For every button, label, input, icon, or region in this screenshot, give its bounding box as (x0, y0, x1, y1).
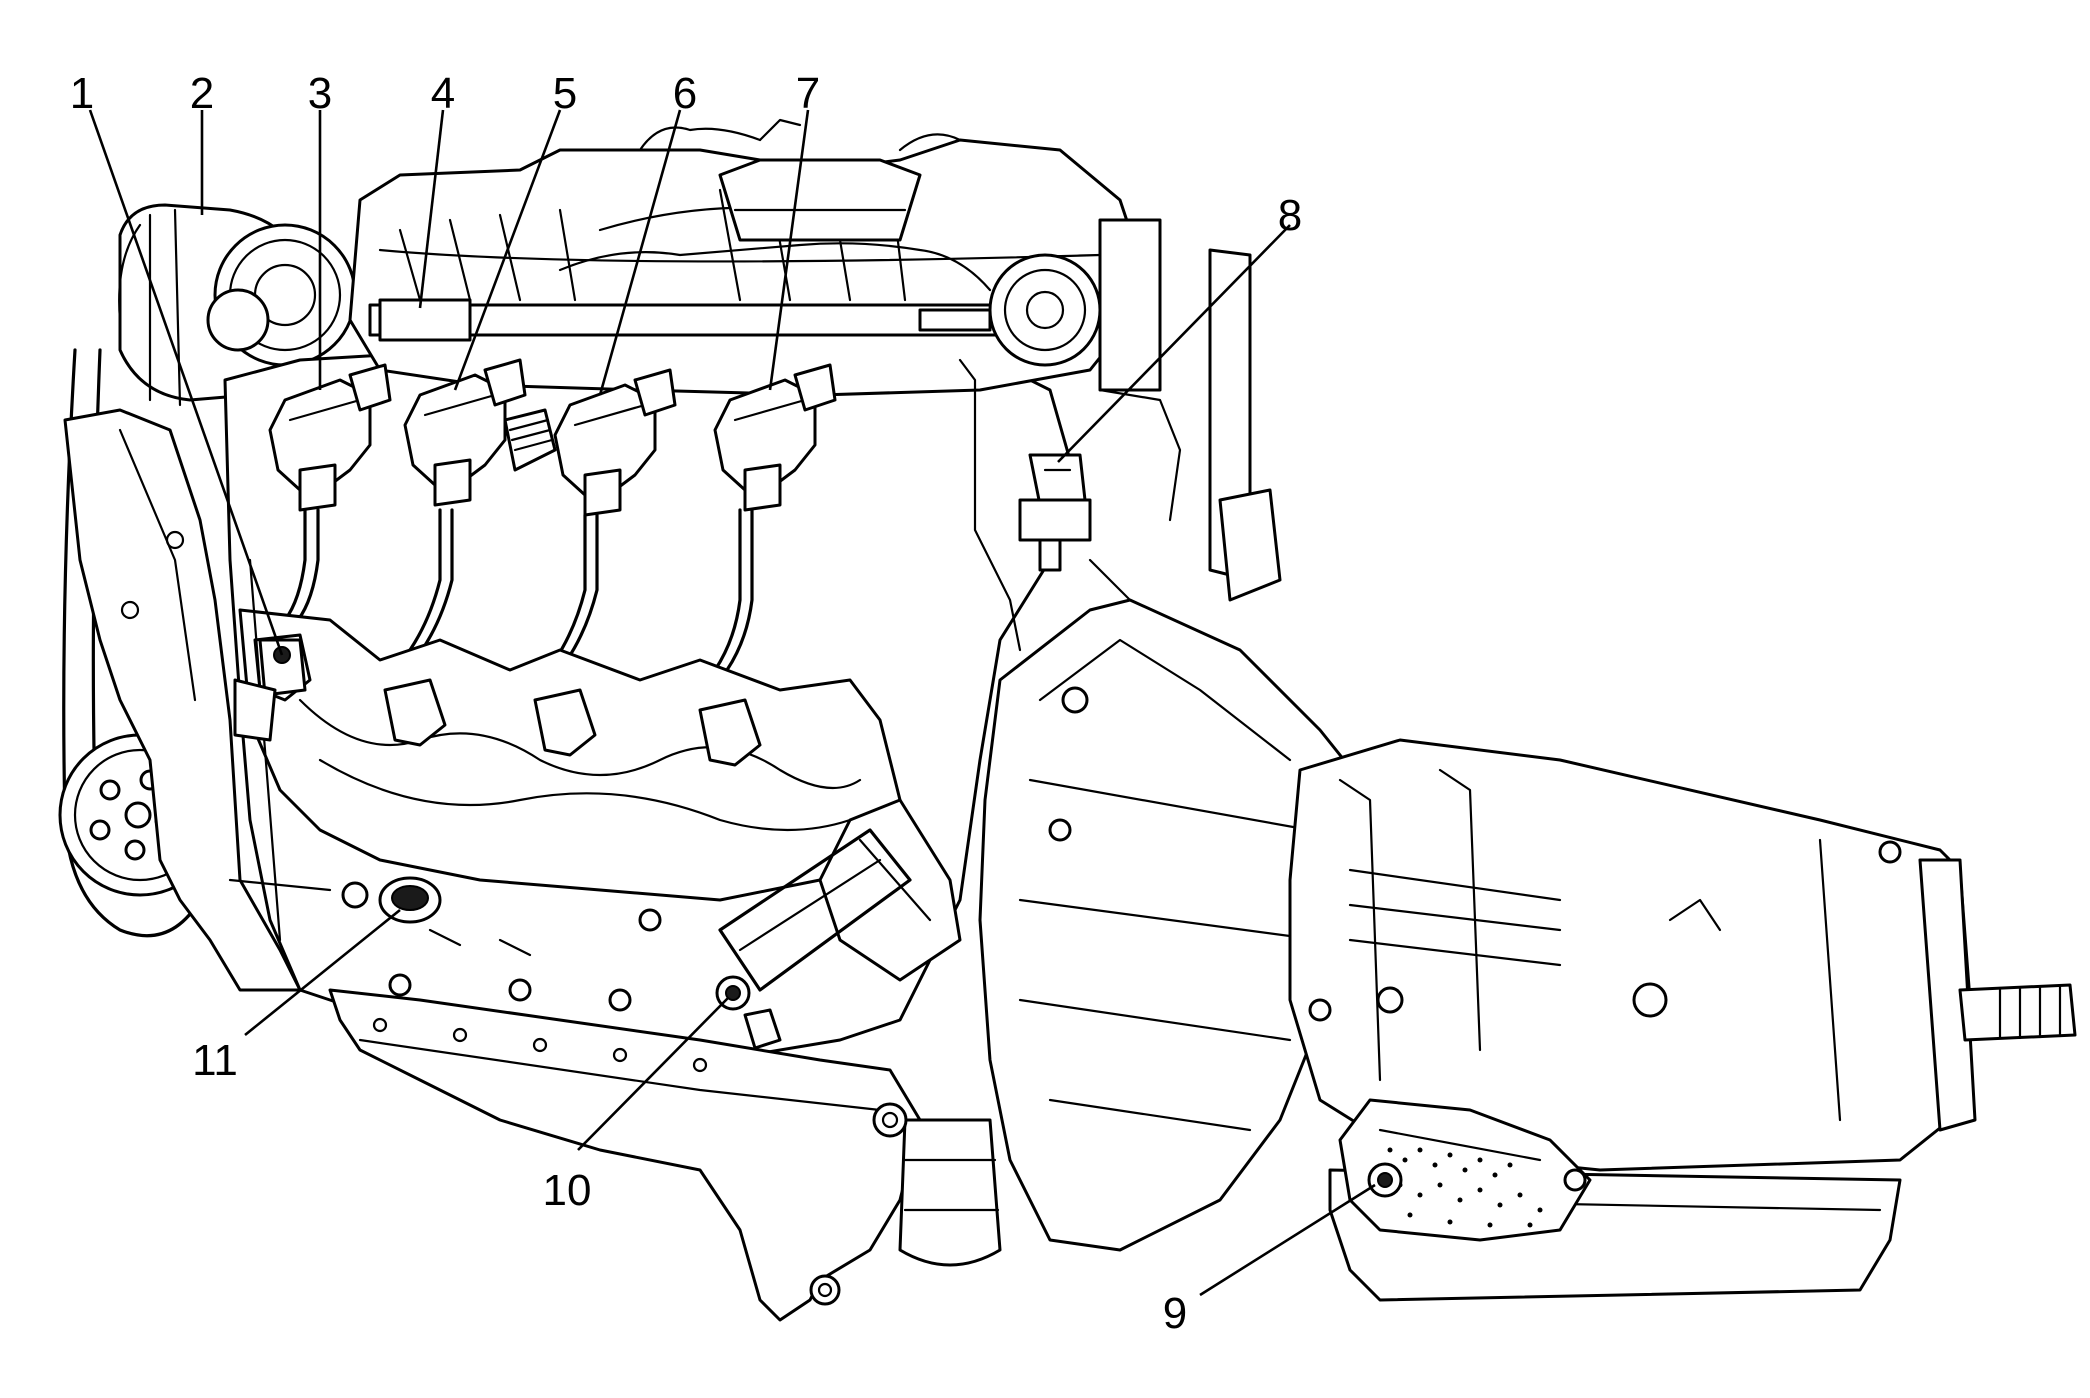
intake-manifold (348, 118, 1162, 397)
leader-5 (453, 109, 562, 391)
oil-filter (872, 1102, 1002, 1267)
callout-5: 5 (553, 69, 577, 118)
engine-illustration (58, 118, 1282, 1322)
range-switch-9 (1338, 1098, 1592, 1242)
callout-4: 4 (431, 69, 455, 118)
callout-7: 7 (796, 69, 820, 118)
leader-11 (244, 908, 401, 1037)
sensor-1 (233, 638, 307, 742)
leader-9 (1199, 1183, 1376, 1297)
callout-6: 6 (673, 69, 697, 118)
ignition-coils (268, 358, 837, 517)
callout-1: 1 (70, 69, 94, 118)
leader-7 (768, 109, 810, 391)
leader-10 (577, 997, 729, 1151)
callout-9: 9 (1163, 1289, 1187, 1338)
oil-pan (328, 988, 922, 1322)
leader-4 (418, 109, 445, 309)
callout-8: 8 (1278, 191, 1302, 240)
transmission-illustration (978, 598, 2077, 1302)
leader-8 (1057, 224, 1291, 463)
callout-3: 3 (308, 69, 332, 118)
leader-6 (598, 109, 682, 396)
callout-labels: 1 2 3 4 5 6 7 8 9 10 11 (70, 69, 1302, 1338)
leader-1 (88, 109, 284, 656)
block-port-11 (378, 876, 442, 924)
sensor-8 (1018, 453, 1092, 572)
callout-10: 10 (543, 1166, 592, 1215)
leader-lines (88, 109, 1376, 1297)
callout-11: 11 (192, 1036, 238, 1085)
callout-2: 2 (190, 69, 214, 118)
